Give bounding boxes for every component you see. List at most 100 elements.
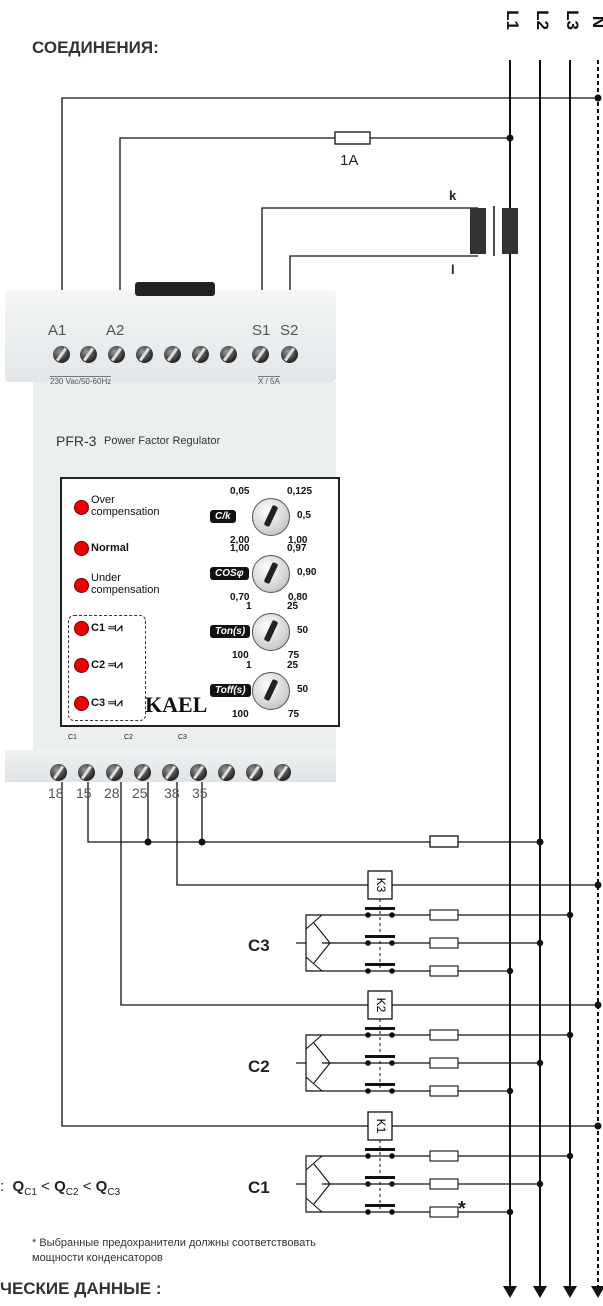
knob-tons[interactable] — [252, 613, 290, 651]
front-panel — [60, 477, 340, 727]
knob-scale-value: 75 — [288, 650, 300, 661]
terminal-a2: A2 — [106, 322, 125, 339]
fuse-rating: 1A — [340, 152, 359, 169]
led-label: C1 ⫤⩘ — [91, 622, 123, 634]
led-label: C2 ⫤⩘ — [91, 659, 123, 671]
brand-logo: KAEL — [145, 692, 208, 717]
capacitor-fuse — [429, 1085, 459, 1097]
knob-scale-min: 1,00 — [230, 543, 250, 554]
capacitor-label-c2: C2 — [248, 1057, 270, 1076]
knob-label: COSφ — [210, 567, 249, 580]
led-over — [74, 500, 89, 515]
knob-scale-max: 2,00 — [230, 535, 250, 546]
screw-terminal — [136, 346, 153, 363]
knob-ck[interactable] — [252, 498, 290, 536]
knob-scale-min: 1 — [246, 660, 252, 671]
terminal-28: 28 — [104, 785, 120, 801]
model-name: PFR-3 — [56, 433, 97, 449]
page-title: СОЕДИНЕНИЯ: — [32, 38, 159, 57]
terminal-a1: A1 — [48, 322, 67, 339]
knob-scale-max: 0,70 — [230, 592, 250, 603]
knob-cos[interactable] — [252, 555, 290, 593]
led-label: Under compensation — [91, 572, 160, 596]
capacitor-fuse — [429, 937, 459, 949]
contactor-label: K1 — [374, 1119, 388, 1134]
knob-scale-value: 50 — [297, 625, 309, 636]
led-label: Normal — [91, 542, 129, 554]
led-c2 — [74, 658, 89, 673]
knob-scale-value: 25 — [287, 601, 299, 612]
led-label: C3 ⫤⩘ — [91, 697, 123, 709]
knob-scale-min: 1 — [246, 601, 252, 612]
knob-scale-value: 75 — [288, 709, 300, 720]
led-c1 — [74, 621, 89, 636]
supply-note: 230 Vac/50-60Hz — [50, 376, 112, 386]
screw-terminal — [106, 764, 123, 781]
terminal-s1: S1 — [252, 322, 271, 339]
relay-label-c1: C1 — [68, 734, 77, 741]
screw-terminal — [162, 764, 179, 781]
bus-label-l2: L2 — [532, 10, 552, 30]
contactor-label: K3 — [374, 878, 388, 893]
knob-label: Ton(s) — [210, 625, 251, 638]
bus-label-n: N — [588, 16, 603, 28]
contactor-k1 — [367, 1111, 393, 1141]
knob-scale-value: 0,90 — [297, 567, 317, 578]
bus-arrows — [503, 1286, 603, 1298]
din-clip — [135, 282, 215, 296]
terminal-25: 25 — [132, 785, 148, 801]
knob-scale-max: 100 — [232, 709, 249, 720]
knob-scale-value: 25 — [287, 660, 299, 671]
capacitor-fuse — [429, 909, 459, 921]
knob-scale-value: 0,5 — [297, 510, 311, 521]
model-description: Power Factor Regulator — [104, 435, 221, 447]
knob-scale-value: 50 — [297, 684, 309, 695]
fuse-footnote-marker: * — [458, 1198, 466, 1220]
relay-label-c3: C3 — [178, 734, 187, 741]
capacitor-fuse — [429, 1029, 459, 1041]
screw-terminal — [80, 346, 97, 363]
ct-core-left — [470, 208, 486, 254]
terminal-s2: S2 — [280, 322, 299, 339]
knob-scale-value: 0,80 — [288, 592, 308, 603]
screw-terminal — [190, 764, 207, 781]
capacitor-fuse — [429, 1150, 459, 1162]
capacitor-fuse — [429, 1057, 459, 1069]
screw-terminal — [50, 764, 67, 781]
knob-scale-min: 0,05 — [230, 486, 250, 497]
capacitor-label-c1: C1 — [248, 1178, 270, 1197]
stage-led-group — [68, 615, 146, 721]
ct-k-label: k — [449, 188, 457, 203]
capacitor-bank-symbol — [305, 1155, 331, 1213]
knob-toffs[interactable] — [252, 672, 290, 710]
led-c3 — [74, 696, 89, 711]
ct-core-right — [502, 208, 518, 254]
terminal-35: 35 — [192, 785, 208, 801]
screw-terminal — [134, 764, 151, 781]
screw-terminal — [53, 346, 70, 363]
screw-terminal — [220, 346, 237, 363]
bus-label-l3: L3 — [562, 10, 582, 30]
terminal-38: 38 — [164, 785, 180, 801]
screw-terminal — [78, 764, 95, 781]
capacitor-bank-symbol — [305, 1034, 331, 1092]
footnote: * Выбранные предохранители должны соотве… — [32, 1237, 316, 1264]
capacitor-bank-symbol — [305, 914, 331, 972]
screw-terminal — [252, 346, 269, 363]
screw-terminal — [192, 346, 209, 363]
terminal-15: 15 — [76, 785, 92, 801]
knob-scale-value: 0,125 — [287, 486, 313, 497]
knob-label: C/k — [210, 510, 236, 523]
screw-terminal — [164, 346, 181, 363]
led-under — [74, 578, 89, 593]
screw-terminal — [218, 764, 235, 781]
bus-label-l1: L1 — [502, 10, 522, 30]
screw-terminal — [108, 346, 125, 363]
ct-l-label: l — [451, 262, 455, 277]
knob-scale-max: 100 — [232, 650, 249, 661]
capacitor-fuse — [429, 965, 459, 977]
led-normal — [74, 541, 89, 556]
relay-label-c2: C2 — [124, 734, 133, 741]
knob-label: Toff(s) — [210, 684, 251, 697]
